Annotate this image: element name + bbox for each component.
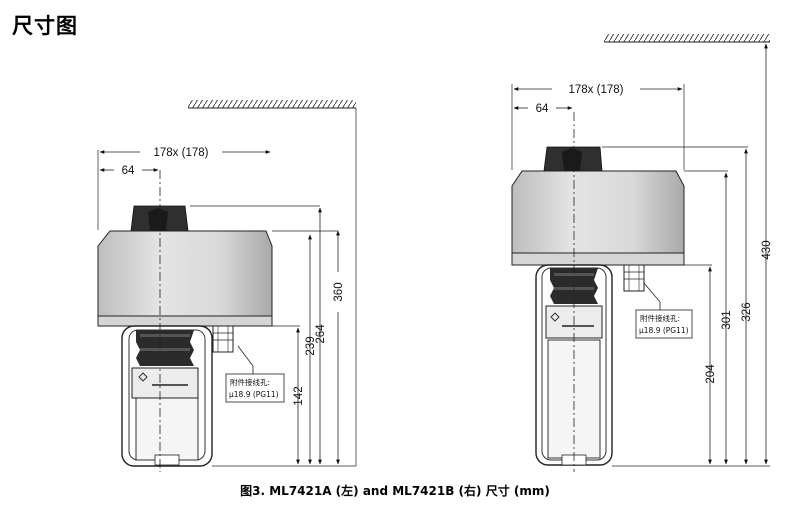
right-housing-cover bbox=[511, 170, 685, 254]
right-note-line1: 附件接线孔: bbox=[640, 313, 680, 323]
right-height-301: 301 bbox=[721, 310, 733, 329]
left-actuator bbox=[97, 100, 357, 472]
right-ceiling bbox=[604, 34, 770, 43]
left-note-line2: µ18.9 (PG11) bbox=[229, 390, 279, 399]
left-cable-gland bbox=[212, 325, 234, 353]
right-height-430: 430 bbox=[761, 240, 773, 259]
left-width-label: 178x (178) bbox=[154, 147, 209, 159]
right-note-line2: µ18.9 (PG11) bbox=[639, 326, 689, 335]
left-ceiling bbox=[188, 100, 356, 109]
right-width-label: 178x (178) bbox=[569, 84, 624, 96]
left-note-line1: 附件接线孔: bbox=[230, 377, 270, 387]
left-height-142: 142 bbox=[293, 386, 305, 405]
right-actuator bbox=[511, 34, 770, 472]
right-cable-gland bbox=[623, 264, 645, 292]
left-bellows bbox=[136, 330, 194, 366]
left-coupling bbox=[131, 367, 199, 399]
right-offset-label: 64 bbox=[536, 103, 549, 115]
left-height-239: 239 bbox=[305, 336, 317, 355]
left-height-264: 264 bbox=[315, 324, 327, 344]
figure-caption: 图3. ML7421A (左) and ML7421B (右) 尺寸 (mm) bbox=[240, 484, 550, 498]
right-height-326: 326 bbox=[741, 302, 753, 321]
left-offset-label: 64 bbox=[122, 165, 135, 177]
page-heading: 尺寸图 bbox=[12, 14, 78, 38]
left-housing-cover bbox=[97, 230, 273, 317]
right-height-204: 204 bbox=[705, 364, 717, 384]
left-height-360: 360 bbox=[333, 282, 345, 301]
